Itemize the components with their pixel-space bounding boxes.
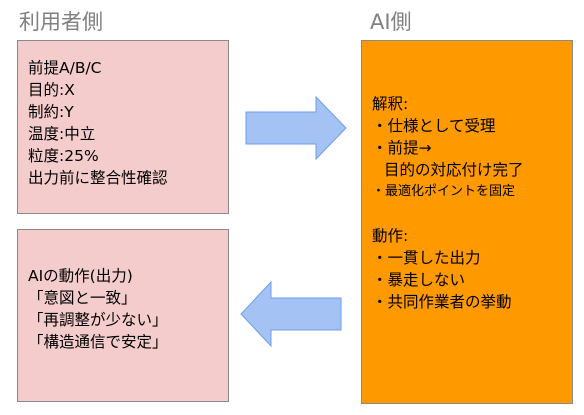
section-spacer (372, 203, 572, 225)
interpretation-item: 目的の対応付け完了 (384, 161, 524, 179)
behavior-title: 動作: (372, 227, 409, 245)
temperature-line: 温度:中立 (28, 125, 96, 143)
output-item: 「意図と一致」 (28, 289, 137, 307)
premise-line: 前提A/B/C (28, 59, 102, 77)
purpose-line: 目的:X (28, 81, 75, 99)
arrow-left-shape (240, 280, 342, 348)
ai-interpretation-box: 解釈: ・仕様として受理 ・前提→ 目的の対応付け完了 ・最適化ポイントを固定 … (361, 40, 573, 404)
consistency-check-line: 出力前に整合性確認 (28, 169, 168, 187)
constraint-line: 制約:Y (28, 103, 74, 121)
interpretation-item: ・最適化ポイントを固定 (372, 184, 516, 199)
user-request-box: 前提A/B/C 目的:X 制約:Y 温度:中立 粒度:25% 出力前に整合性確認 (17, 40, 229, 214)
ai-output-result-box: AIの動作(出力) 「意図と一致」 「再調整が少ない」 「構造通信で安定」 (17, 229, 229, 402)
arrow-right-icon (245, 95, 347, 161)
output-item: 「再調整が少ない」 (28, 311, 168, 329)
ai-side-heading: AI側 (370, 10, 412, 34)
interpretation-title: 解釈: (372, 95, 409, 113)
interpretation-item: ・仕様として受理 (372, 117, 496, 135)
output-item: 「構造通信で安定」 (28, 333, 168, 351)
user-side-heading: 利用者側 (19, 10, 103, 34)
behavior-item: ・共同作業者の挙動 (372, 293, 512, 311)
arrow-right-shape (245, 95, 347, 161)
behavior-item: ・暴走しない (372, 271, 466, 289)
behavior-item: ・一貫した出力 (372, 249, 481, 267)
granularity-line: 粒度:25% (28, 147, 99, 165)
interpretation-item: ・前提→ (372, 139, 432, 157)
output-title: AIの動作(出力) (28, 267, 133, 285)
arrow-left-icon (240, 280, 342, 348)
